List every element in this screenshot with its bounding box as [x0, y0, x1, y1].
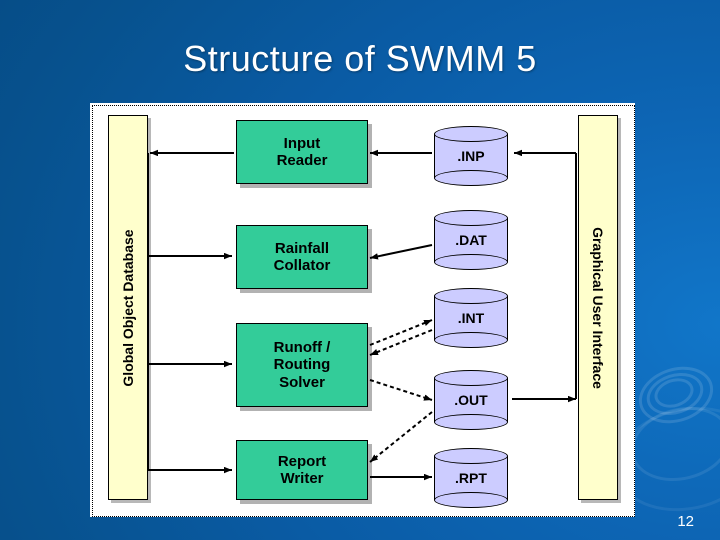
- file-cylinder-rpt: .RPT: [434, 448, 512, 512]
- cylinder-bottom: [434, 414, 508, 430]
- file-cylinder-dat: .DAT: [434, 210, 512, 274]
- cylinder-bottom: [434, 492, 508, 508]
- file-cylinder-out: .OUT: [434, 370, 512, 434]
- decorative-ring-icon: [650, 373, 698, 413]
- file-label-inp: .INP: [457, 148, 485, 164]
- decorative-ring-icon: [641, 366, 709, 422]
- sidebar-label-graphical-user-interface: Graphical User Interface: [590, 226, 606, 389]
- page-number: 12: [677, 513, 694, 530]
- sidebar-label-global-object-database: Global Object Database: [120, 228, 136, 387]
- sidebar-global-object-database: Global Object Database: [108, 115, 148, 500]
- cylinder-bottom: [434, 170, 508, 186]
- file-cylinder-int: .INT: [434, 288, 512, 352]
- process-report-writer: Report Writer: [236, 440, 368, 500]
- cylinder-bottom: [434, 332, 508, 348]
- decorative-ring-icon: [622, 396, 720, 492]
- slide-title: Structure of SWMM 5: [183, 38, 537, 79]
- decorative-ring-icon: [631, 357, 720, 433]
- cylinder-top: [434, 126, 508, 142]
- process-runoff-routing-solver: Runoff / Routing Solver: [236, 323, 368, 407]
- cylinder-top: [434, 448, 508, 464]
- cylinder-bottom: [434, 254, 508, 270]
- file-label-int: .INT: [457, 310, 485, 326]
- file-label-rpt: .RPT: [455, 470, 487, 486]
- cylinder-top: [434, 370, 508, 386]
- file-label-out: .OUT: [454, 392, 488, 408]
- process-input-reader: Input Reader: [236, 120, 368, 184]
- process-rainfall-collator: Rainfall Collator: [236, 225, 368, 289]
- cylinder-top: [434, 288, 508, 304]
- sidebar-graphical-user-interface: Graphical User Interface: [578, 115, 618, 500]
- cylinder-top: [434, 210, 508, 226]
- file-label-dat: .DAT: [455, 232, 487, 248]
- file-cylinder-inp: .INP: [434, 126, 512, 190]
